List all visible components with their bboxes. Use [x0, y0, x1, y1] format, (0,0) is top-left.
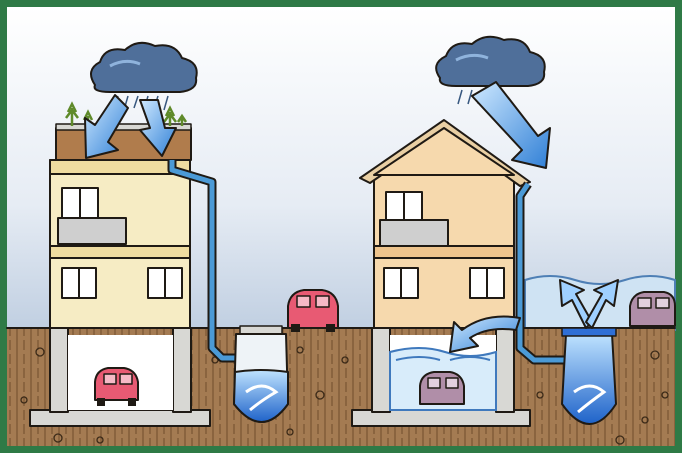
- right-floor-band: [374, 246, 514, 258]
- left-floor-band-mid: [50, 246, 190, 258]
- left-basement-wall-left: [50, 328, 68, 412]
- left-basement-car: [95, 368, 138, 406]
- right-pit-rim: [562, 328, 616, 336]
- right-basement-car: [420, 372, 464, 404]
- right-basement-wall-left: [372, 328, 390, 412]
- street-car: [288, 290, 338, 332]
- left-balcony: [58, 218, 126, 244]
- right-basement-wall-right: [496, 328, 514, 412]
- flooded-street-car: [630, 292, 675, 326]
- left-basement-wall-right: [173, 328, 191, 412]
- left-pit-water: [234, 370, 288, 422]
- left-pit-cover: [240, 326, 282, 334]
- right-balcony: [380, 220, 448, 246]
- right-overflowing-pit: [562, 334, 616, 424]
